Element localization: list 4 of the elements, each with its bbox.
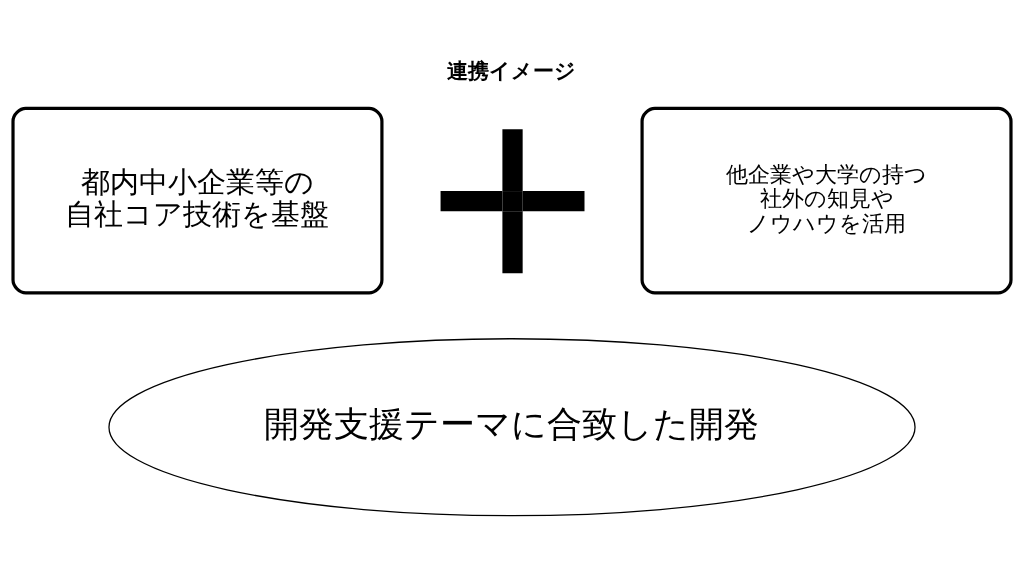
diagram-title: 連携イメージ (446, 57, 576, 83)
node-ellipse: 開発支援テーマに合致した開発 (108, 338, 916, 517)
node-box: 都内中小企業等の自社コア技術を基盤 (11, 106, 384, 295)
node-box: 他企業や大学の持つ社外の知見やノウハウを活用 (640, 106, 1013, 295)
